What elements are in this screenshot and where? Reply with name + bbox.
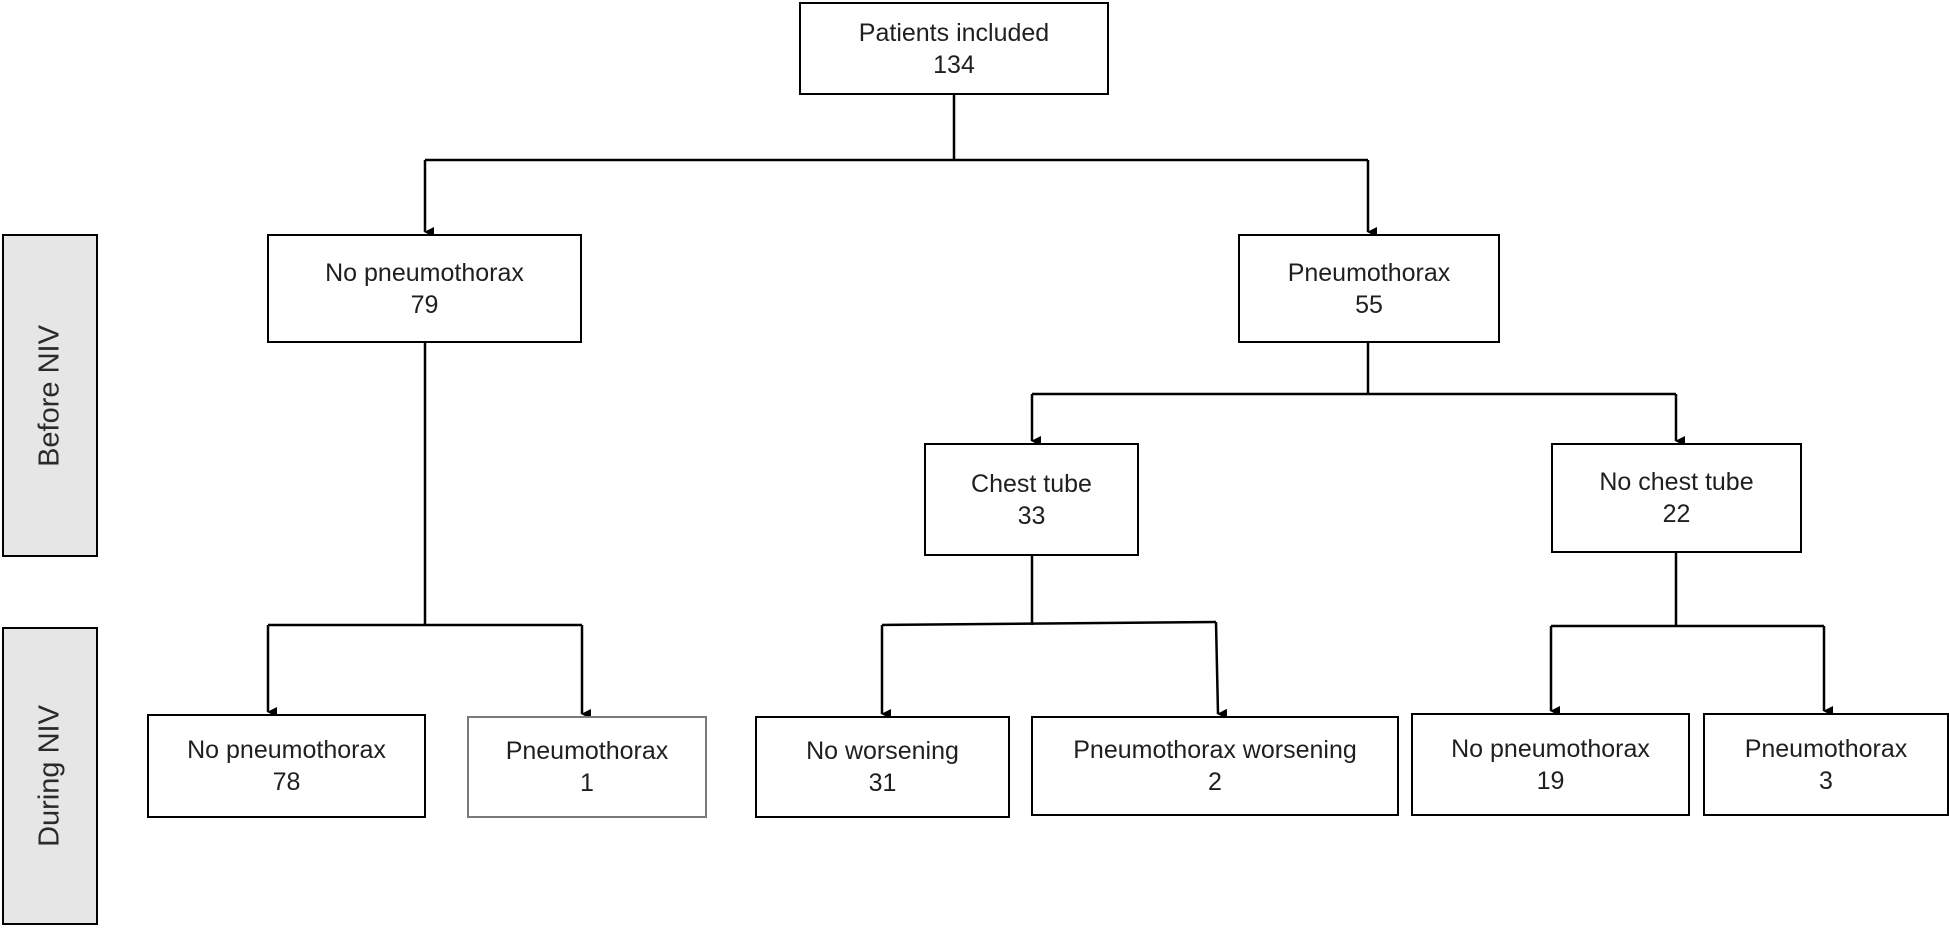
node-count: 33 [1017,501,1046,530]
node-count: 78 [272,768,301,796]
node-no-pneumothorax-during-b: No pneumothorax 19 [1411,713,1690,816]
node-chest-tube: Chest tube 33 [924,443,1139,556]
phase-label-during-niv: During NIV [2,627,98,925]
node-patients-included: Patients included 134 [799,2,1109,95]
node-count: 55 [1355,290,1383,319]
node-label: No pneumothorax [187,736,386,764]
node-label: No worsening [806,737,959,765]
node-count: 22 [1662,500,1691,528]
node-pneumothorax-during-b: Pneumothorax 3 [1703,713,1949,816]
node-label: Pneumothorax [505,737,669,765]
node-no-chest-tube: No chest tube 22 [1551,443,1802,553]
node-no-worsening: No worsening 31 [755,716,1010,818]
node-count: 1 [580,769,594,797]
phase-label-before-niv: Before NIV [2,234,98,557]
node-count: 134 [933,50,975,79]
node-label: Chest tube [971,469,1092,498]
node-label: Patients included [858,18,1050,47]
phase-label-before-niv-text: Before NIV [33,324,66,467]
node-label: Pneumothorax [1744,734,1908,763]
node-count: 19 [1536,766,1565,795]
node-label: Pneumothorax worsening [1073,736,1357,764]
node-no-pneumothorax-during-a: No pneumothorax 78 [147,714,426,818]
arrow-to-pneumothorax-worsening [1214,621,1228,719]
node-no-pneumothorax-before: No pneumothorax 79 [267,234,582,343]
node-count: 79 [410,290,439,319]
node-pneumothorax-worsening: Pneumothorax worsening 2 [1031,716,1399,816]
node-label: No chest tube [1599,468,1754,496]
node-label: No pneumothorax [1451,734,1650,763]
node-label: No pneumothorax [325,258,524,287]
connector-chest-tube-bar [881,620,1217,627]
node-count: 2 [1208,768,1222,796]
node-count: 3 [1819,766,1833,795]
node-count: 31 [868,769,897,797]
node-pneumothorax-during-a: Pneumothorax 1 [467,716,707,818]
node-label: Pneumothorax [1287,258,1451,287]
phase-label-during-niv-text: During NIV [33,705,66,847]
node-pneumothorax-before: Pneumothorax 55 [1238,234,1500,343]
